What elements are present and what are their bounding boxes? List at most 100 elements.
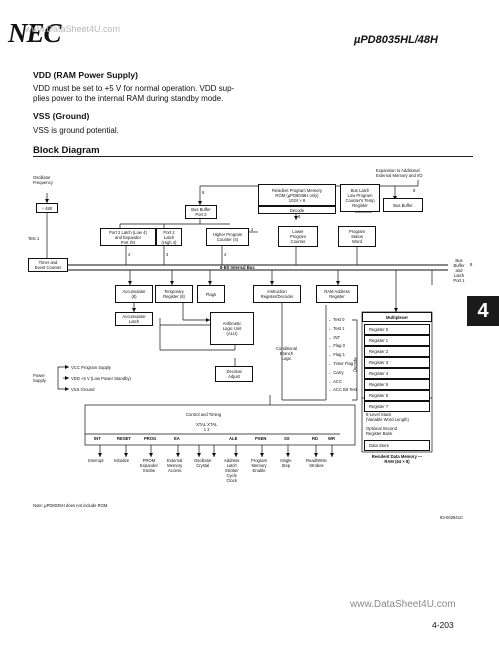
part-number: µPD8035HL/48H	[354, 34, 438, 46]
pin-desc: Oscillator Crystal	[194, 458, 212, 468]
vcc-label: VCC Program Supply	[71, 365, 112, 370]
pin-desc: Interrupt	[88, 458, 104, 463]
pin-desc: Program Memory Enable	[251, 458, 268, 473]
width-8-d: 8	[470, 262, 473, 267]
port1-label: Bus Buffer and Latch Port 1	[448, 255, 470, 285]
register-row: Register 0	[364, 324, 430, 335]
register-row: Register 3	[364, 357, 430, 368]
branch-condition: ← Test 0	[328, 317, 345, 322]
oscillator-label: Oscillator Frequency	[33, 175, 53, 185]
branch-condition-label: Flag 0	[333, 343, 345, 349]
branch-condition: ← Flag 0	[328, 343, 345, 349]
section-tab: 4	[467, 296, 499, 326]
pin-desc: PROM Expander Strobe	[140, 458, 158, 473]
register-row: Register 2	[364, 346, 430, 357]
lower-pc-box: Lower Program Counter	[278, 226, 318, 247]
pin-ea: EA	[174, 436, 180, 441]
pin-ale: ALE	[229, 436, 238, 441]
expansion-label: Expansion to Additional External Memory …	[376, 168, 423, 178]
alu-box: Arithmetic Logic Unit (ALU)	[210, 312, 254, 345]
block-diagram-title: Block Diagram	[33, 145, 100, 156]
branch-condition-label: Flag 1	[333, 352, 345, 358]
vdd-body: VDD must be set to +5 V for normal opera…	[33, 84, 235, 103]
temp-register-box: Temporary Register (8)	[155, 285, 193, 303]
resident-ram-label: Resident Data Memory — RAM (64 × 8)	[371, 454, 423, 464]
branch-condition-label: Timer Flag	[333, 360, 354, 366]
branch-condition: ← Timer Flag	[328, 360, 354, 366]
pin-prog: PROG	[144, 436, 157, 441]
data-store-box: Data Store	[364, 440, 430, 451]
divider-box: ÷ 480	[36, 203, 58, 213]
title-rule	[33, 156, 473, 158]
branch-condition-label: Test 1	[333, 325, 345, 331]
vss-label: VSS Ground	[71, 387, 95, 392]
power-supply-label: Power Supply	[33, 373, 46, 383]
xtal-label: XTAL XTAL 1 2	[196, 422, 218, 432]
width-8-b: 8	[298, 214, 301, 219]
pin-ss: SS	[284, 436, 290, 441]
decimal-adjust-box: Decimal Adjust	[215, 366, 253, 382]
branch-condition-label: ACC	[333, 378, 342, 384]
pin-desc: Address Latch Strobe/ Cycle Clock	[224, 458, 240, 483]
instruction-register-box: Instruction Register/Decoder	[253, 285, 301, 303]
port2-latch-high-box: Port 2 Latch (High 4)	[156, 228, 182, 246]
optional-bank-label: Optional Second Register Bank	[366, 426, 397, 436]
width-4-c: 4	[224, 252, 227, 257]
higher-pc-box: Higher Program Counter (4)	[206, 228, 249, 246]
flags-box: Flags	[197, 285, 225, 303]
register-row: Register 7	[364, 401, 430, 412]
pin-int: INT	[94, 436, 101, 441]
pin-rd: RD	[312, 436, 319, 441]
resident-rom-box: Resident Program Memory ROM (µPD8048H on…	[258, 184, 336, 206]
internal-bus-label: 8-Bit Internal Bus	[220, 265, 255, 270]
watermark-top[interactable]: www.DataSheet4U.com	[25, 24, 121, 34]
branch-condition-label: Carry	[333, 369, 344, 375]
register-row: Register 5	[364, 379, 430, 390]
register-row: Register 6	[364, 390, 430, 401]
vss-body: VSS is ground potential.	[33, 126, 119, 135]
branch-condition: ← Test 1	[328, 325, 345, 331]
psw-box: Program Status Word	[338, 226, 376, 247]
pin-reset: RESET	[117, 436, 131, 441]
timer-box: Timer and Event Counter	[28, 258, 68, 272]
branch-condition: ← ACC	[328, 378, 342, 384]
width-4-a: 4	[128, 252, 131, 257]
note: Note: µPD8035H does not include ROM.	[33, 503, 109, 508]
bus-buffer-port2-box: Bus Buffer Port 2	[185, 205, 217, 219]
conditional-branch-label: Conditional Branch Logic	[276, 346, 297, 361]
bus-latch-box: Bus Latch Low Program Counter's Temp Reg…	[340, 184, 380, 212]
branch-condition: ← ACC Bit Test	[328, 387, 357, 393]
ram-address-box: RAM Address Register	[316, 285, 358, 303]
width-8-c: 8	[413, 188, 416, 193]
nec-logo: NEC	[8, 18, 62, 48]
accumulator-box: Accumulator (8)	[115, 285, 153, 303]
test1-label: Test 1	[28, 236, 40, 241]
width-2: 2	[251, 227, 254, 232]
branch-condition-label: Test 0	[333, 317, 345, 322]
watermark-bottom[interactable]: www.DataSheet4U.com	[350, 599, 456, 610]
register-row: Register 4	[364, 368, 430, 379]
pin-desc: Initialize	[114, 458, 130, 463]
accumulator-latch-box: Accumulator Latch	[115, 312, 153, 326]
decode-side-label: Decode	[352, 357, 358, 372]
pin-desc: External Memory Access	[167, 458, 183, 473]
width-8-a: 8	[202, 190, 205, 195]
port2-latch-box: Port 2 Latch (Low 4) and Expander Port I…	[100, 228, 156, 246]
rom-decode-box: Decode	[258, 206, 336, 214]
multiplexer-box: Multiplexer	[362, 312, 432, 322]
pin-desc: Single Step	[280, 458, 292, 468]
bus-buffer-box: Bus Buffer	[383, 198, 423, 212]
branch-condition-label: INT	[333, 334, 341, 340]
width-4-b: 4	[166, 252, 169, 257]
vdd-heading: VDD (RAM Power Supply)	[33, 70, 139, 80]
page-number: 4-203	[432, 620, 454, 630]
register-row: Register 1	[364, 335, 430, 346]
vdd-label: VDD +5 V (Low Power Standby)	[71, 376, 131, 381]
stack-label: 8-Level Stack (Variable Word Length)	[366, 412, 409, 422]
branch-condition: ← INT	[328, 334, 341, 340]
control-timing-label: Control and Timing	[186, 412, 222, 417]
pin-psen: PSEN	[255, 436, 267, 441]
pin-desc: Read/Write Strobes	[306, 458, 327, 468]
branch-condition: ← Carry	[328, 369, 344, 375]
